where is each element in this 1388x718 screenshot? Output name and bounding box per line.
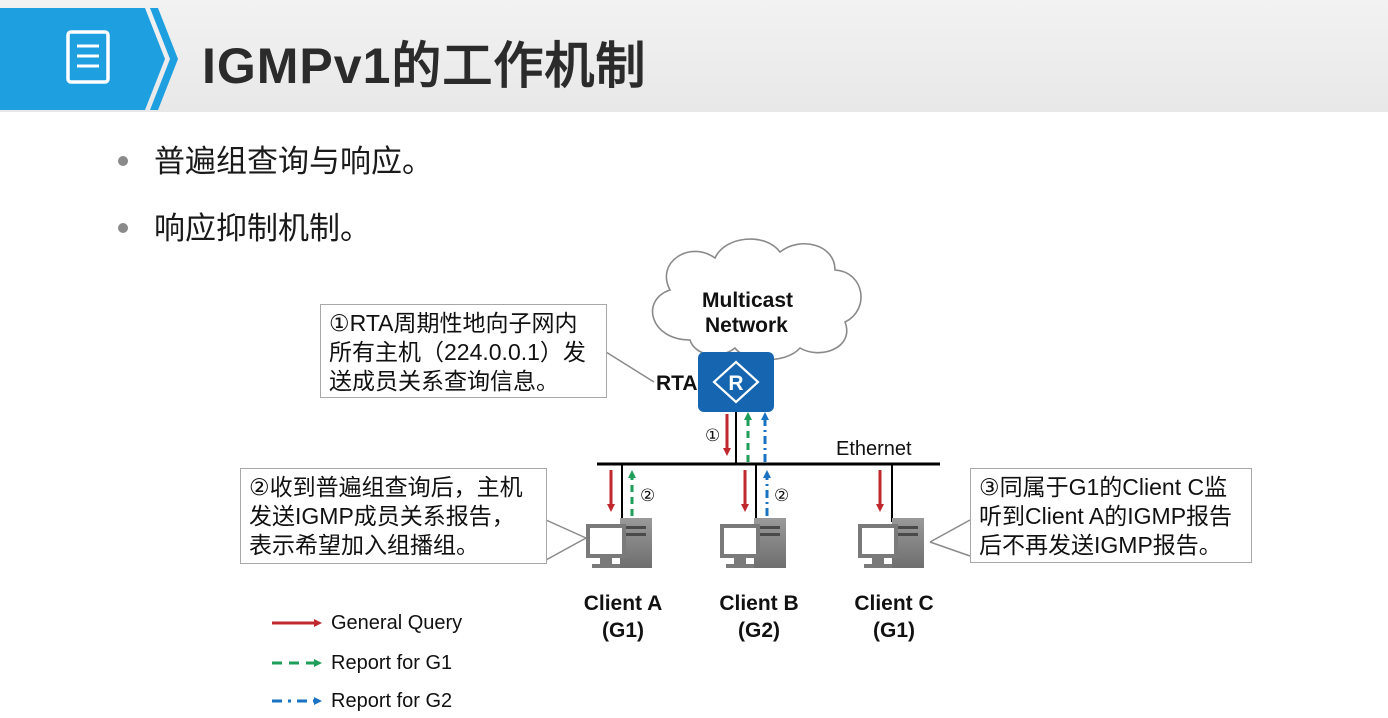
client-b-pc-icon [720,518,786,568]
client-name: Client B [719,592,799,615]
callout-pointer [545,519,587,539]
callout-step3: ③同属于G1的Client C监 听到Client A的IGMP报告 后不再发送… [970,468,1252,563]
title-bar-accent [0,8,178,110]
client-group: (G1) [873,619,915,642]
step-marker: ② [640,486,656,505]
cloud-label: Network [705,314,788,337]
callout-line: 送成员关系查询信息。 [329,368,559,394]
client-b-label: Client B (G2) [699,590,819,644]
callout-step1: ①RTA周期性地向子网内 所有主机（224.0.0.1）发 送成员关系查询信息。 [320,304,607,398]
callout-step2: ②收到普遍组查询后，主机 发送IGMP成员关系报告， 表示希望加入组播组。 [240,468,547,564]
ethernet-label: Ethernet [836,438,912,460]
bullet-text: 响应抑制机制。 [154,211,371,246]
client-c-label: Client C (G1) [834,590,954,644]
callout-line: 听到Client A的IGMP报告 [979,503,1233,529]
bullet-item: 普遍组查询与响应。 [118,136,433,181]
callout-pointer [605,351,655,383]
callout-line: ①RTA周期性地向子网内 [329,310,578,336]
callout-line: 表示希望加入组播组。 [249,532,479,558]
svg-text:R: R [728,372,743,395]
client-group: (G2) [738,619,780,642]
step-marker: ② [774,486,790,505]
callout-line: 后不再发送IGMP报告。 [979,532,1222,558]
router-label: RTA [656,372,698,395]
bullet-dot [118,155,128,166]
legend-report-g1-label: Report for G1 [331,652,453,674]
legend-report-g2-label: Report for G2 [331,690,453,712]
bullet-text: 普遍组查询与响应。 [154,144,433,179]
cloud-label: Multicast [702,289,794,312]
client-a-label: Client A (G1) [563,590,683,644]
callout-pointer [929,519,971,543]
document-list-icon [66,30,110,84]
router-icon: R [698,352,774,412]
callout-line: 发送IGMP成员关系报告， [249,503,515,529]
bullet-dot [118,222,128,233]
callout-line: ③同属于G1的Client C监 [979,474,1228,500]
client-group: (G1) [602,619,644,642]
title-bar: IGMPv1的工作机制 [0,0,1388,112]
legend-general-query-label: General Query [331,612,463,634]
callout-line: ②收到普遍组查询后，主机 [249,474,523,500]
client-a-pc-icon [586,518,652,568]
callout-pointer [545,537,587,561]
client-c-pc-icon [858,518,924,568]
callout-line: 所有主机（224.0.0.1）发 [329,339,586,365]
page-title: IGMPv1的工作机制 [202,38,647,94]
bullet-item: 响应抑制机制。 [118,203,371,248]
callout-pointer [929,541,971,557]
client-name: Client A [583,592,663,615]
step-marker: ① [705,426,721,445]
client-name: Client C [854,592,934,615]
